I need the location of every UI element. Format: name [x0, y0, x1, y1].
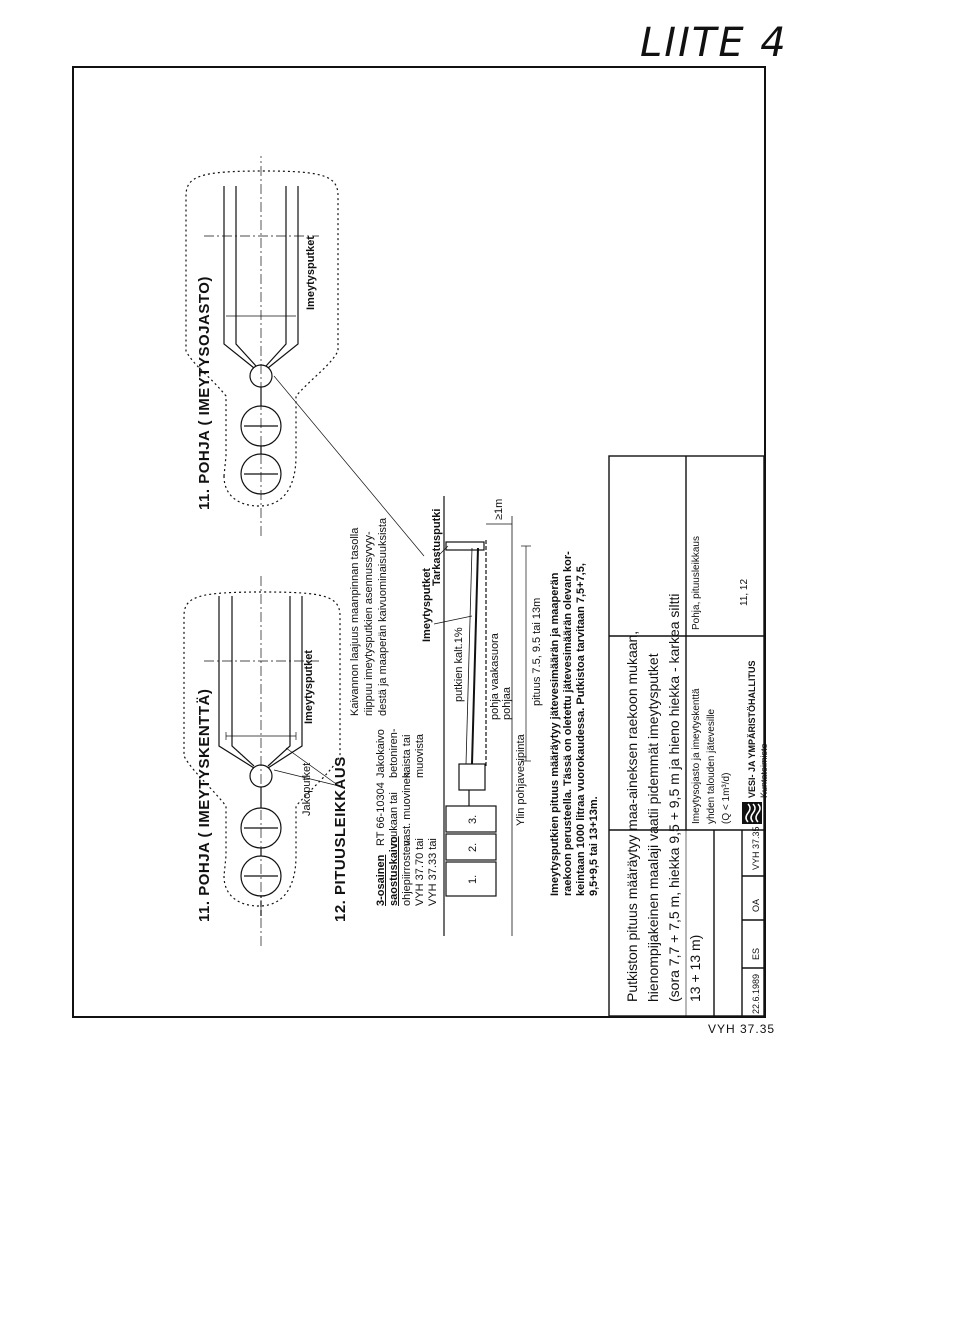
drawing-frame: [72, 66, 766, 1018]
tank-line-6: vast. muovinen: [401, 772, 413, 846]
depth-label: ≥1m: [493, 498, 505, 520]
tb-desc-2: yhden talouden jätevesille: [706, 708, 717, 824]
footer-code: VYH 37.35: [708, 1022, 776, 1036]
inspection-pipe: [445, 541, 485, 551]
tb-office: Kuntatoimisto: [759, 743, 769, 798]
jako-line-3: kaista tai: [401, 734, 413, 778]
slope-label: putkien kalt.1%: [453, 627, 465, 702]
tb-desc-3: (Q < 1m³/d): [721, 772, 732, 824]
handwritten-appendix-label: LIITE 4: [640, 20, 788, 66]
longitudinal-section: [433, 496, 531, 936]
excavation-note-3: destä ja maaperän kaivuominaisuuksista: [377, 517, 389, 716]
plan-a-pipe-label: Imeytysputket: [303, 650, 315, 724]
tb-date: 22.6.1989: [751, 973, 761, 1014]
tank-title: 3-osainen: [375, 854, 387, 906]
tank-line-3: VYH 37.33 tai: [427, 838, 439, 906]
length-note-1: Imeytysputkien pituus määräytyy jätevesi…: [549, 572, 561, 896]
technical-drawing: [183, 156, 764, 1016]
plan-imeytysojasto: [185, 156, 425, 557]
tank-line-1: ohjepiirrosten: [401, 839, 413, 906]
tank-chamber-2: [445, 833, 497, 861]
jako-line-4: muovista: [414, 733, 426, 778]
tank-chamber-3: [445, 805, 497, 833]
plan-imeytyskentta: [183, 576, 341, 946]
chamber-1-label: 1.: [467, 874, 479, 884]
tank-subtitle: saostuskaivo: [388, 836, 400, 906]
tb-checked: OA: [751, 898, 761, 912]
length-label: pituus 7.5, 9.5 tai 13m: [531, 597, 543, 706]
bottom-label-2: pohjaa: [501, 686, 513, 720]
plan-b-pipe-label: Imeytysputket: [305, 236, 317, 310]
excavation-note-1: Kaivannon laajuus maanpinnan tasolla: [349, 527, 361, 716]
rotated-drawing-sheet: 11. POHJA ( IMEYTYSKENTTÄ) 11. POHJA ( I…: [74, 68, 769, 1016]
tb-drawn: ES: [751, 947, 761, 960]
typed-note-line-1: Putkiston pituus määräytyy maa-aineksen …: [624, 630, 640, 1002]
authority-logo-icon: [742, 802, 762, 824]
jako-line-1: Jakokaivo: [375, 729, 387, 778]
jako-line-2: betoniren-: [388, 728, 400, 778]
section-distribution-box: [458, 763, 486, 791]
chamber-2-label: 2.: [467, 842, 479, 852]
section-tarkastus-label: Tarkastusputki: [431, 508, 443, 586]
typed-note-line-2: hienompijakeinen maalaji vaatii pidemmät…: [645, 653, 661, 1002]
tb-desc-1: Imeytysojasto ja imeytyskenttä: [691, 688, 702, 824]
tank-line-2: VYH 37.70 tai: [414, 838, 426, 906]
chamber-3-label: 3.: [467, 814, 479, 824]
tb-code: VYH 37.35: [751, 826, 761, 870]
tb-drawing-title: Pohja, pituusleikkaus: [691, 536, 702, 630]
section-title: 12. PITUUSLEIKKAUS: [332, 756, 349, 922]
title-block-frame: [608, 455, 764, 1016]
excavation-note-2: riippuu imeytysputkien asennussyvyy-: [363, 531, 375, 716]
length-note-4: 9,5+9,5 tai 13+13m.: [588, 796, 600, 896]
typed-note-line-3: (sora 7,7 + 7,5 m, hiekka 9,5 + 9,5 m ja…: [666, 593, 682, 1002]
groundwater-label: Ylin pohjavesipinta: [515, 734, 527, 826]
tank-line-5: mukaan tai: [388, 792, 400, 846]
tb-sheet: 11, 12: [739, 578, 750, 606]
length-note-3: keintaan 1000 litraa vuorokaudessa. Putk…: [575, 563, 587, 896]
tank-chamber-1: [445, 861, 497, 897]
tank-line-4: RT 66-10304: [375, 782, 387, 846]
plan-b-title: 11. POHJA ( IMEYTYSOJASTO): [196, 276, 213, 510]
plan-a-title: 11. POHJA ( IMEYTYSKENTTÄ): [196, 688, 213, 922]
plan-a-jako-label: Jakoputket: [301, 762, 313, 816]
length-note-2: raekoon perusteella. Tässä on oletettu j…: [562, 551, 574, 896]
